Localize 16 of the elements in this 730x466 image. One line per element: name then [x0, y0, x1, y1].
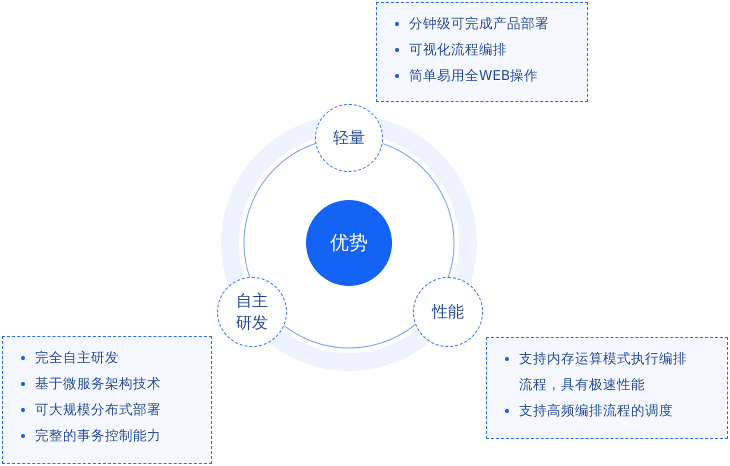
node-label: 性能: [432, 301, 464, 323]
list-item: 支持高频编排流程的调度: [519, 402, 673, 421]
node-label: 轻量: [333, 127, 365, 149]
list-item: 支持内存运算模式执行编排流程，具有极速性能: [519, 350, 688, 395]
list-item: 可视化流程编排: [409, 41, 507, 60]
node-label: 优势: [330, 231, 368, 256]
list-item: 基于微服务架构技术: [35, 375, 161, 394]
list-item: 分钟级可完成产品部署: [409, 15, 549, 34]
list-item: 完整的事务控制能力: [35, 427, 161, 446]
node-label: 自主研发: [235, 290, 269, 334]
bullet-list-card: [486, 337, 728, 439]
list-item: 简单易用全WEB操作: [409, 67, 538, 86]
bullet-list-card: [2, 336, 212, 464]
list-item: 可大规模分布式部署: [35, 401, 161, 420]
list-item: 完全自主研发: [35, 349, 119, 368]
bullet-list-card: [376, 2, 588, 102]
